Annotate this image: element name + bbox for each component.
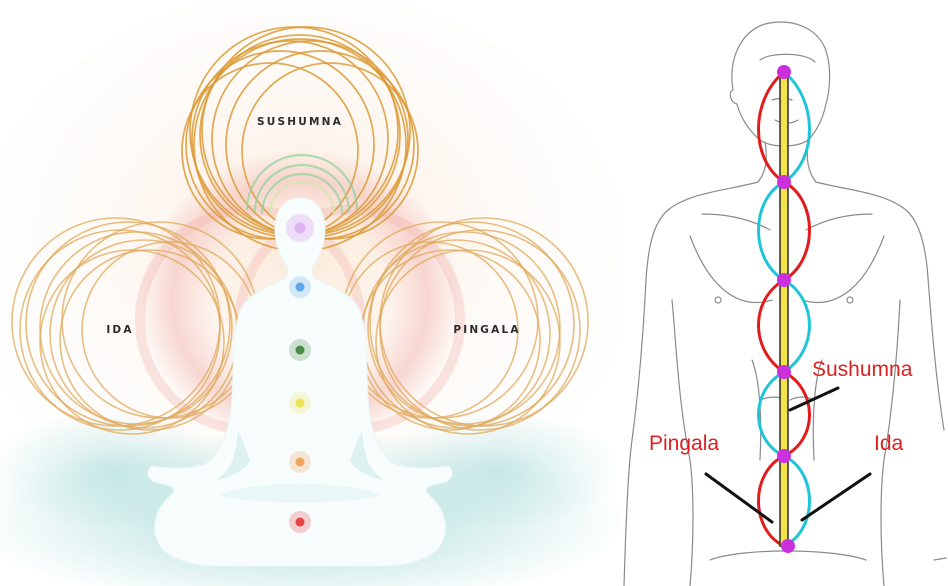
chakra-heart xyxy=(296,346,305,355)
label-ida: IDA xyxy=(106,324,133,336)
chakra-dot-solar xyxy=(777,365,791,379)
label-ida-right: Ida xyxy=(874,432,904,455)
chakra-throat xyxy=(296,283,305,292)
label-sushumna-right: Sushumna xyxy=(812,358,913,381)
chakra-crown xyxy=(295,223,306,234)
chakra-dot-sacral xyxy=(777,449,791,463)
label-pingala-right: Pingala xyxy=(649,432,719,455)
chakra-root xyxy=(296,518,305,527)
chakra-dot-root xyxy=(781,539,795,553)
anatomical-nadi-diagram: Sushumna Pingala Ida xyxy=(622,0,948,586)
chakra-sacral xyxy=(296,458,305,467)
label-pingala: PINGALA xyxy=(453,324,520,336)
chakra-dot-throat xyxy=(777,175,791,189)
meditation-nadi-diagram: SUSHUMNA IDA PINGALA xyxy=(0,0,630,586)
sushumna-channel xyxy=(780,72,788,546)
chakra-dot-crown xyxy=(777,65,791,79)
chakra-dot-heart xyxy=(777,273,791,287)
label-sushumna: SUSHUMNA xyxy=(257,116,343,128)
chakra-solar-plexus xyxy=(296,399,305,408)
